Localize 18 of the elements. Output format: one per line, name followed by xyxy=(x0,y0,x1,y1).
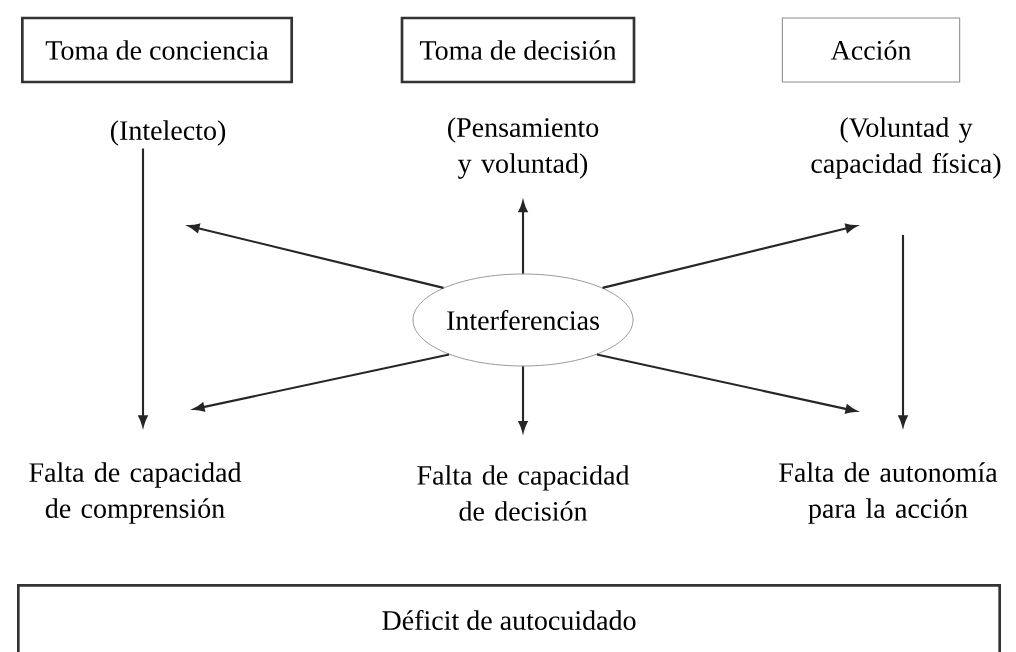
arrow xyxy=(138,148,148,427)
stage-note: (Pensamiento y voluntad) xyxy=(448,117,599,179)
arrow xyxy=(188,223,444,289)
arrow xyxy=(518,201,528,274)
arrow xyxy=(193,353,450,412)
arrow xyxy=(898,234,908,427)
stage-box: Toma de conciencia xyxy=(21,16,293,84)
arrow xyxy=(596,353,857,414)
arrow xyxy=(518,366,528,433)
result-box: Déficit de autocuidado xyxy=(17,584,1001,652)
stage-note: (Voluntad y capacidad física) xyxy=(811,117,1001,179)
arrow xyxy=(602,223,857,289)
deficit-label: Falta de capacidad de comprensión xyxy=(29,462,242,524)
deficit-label: Falta de capacidad de decisión xyxy=(417,465,630,521)
stage-box: Toma de decisión xyxy=(400,16,636,84)
stage-note: (Intelecto) xyxy=(110,120,226,146)
stage-box: Acción xyxy=(781,17,961,83)
deficit-label: Falta de autonomía para la acción xyxy=(779,462,998,524)
